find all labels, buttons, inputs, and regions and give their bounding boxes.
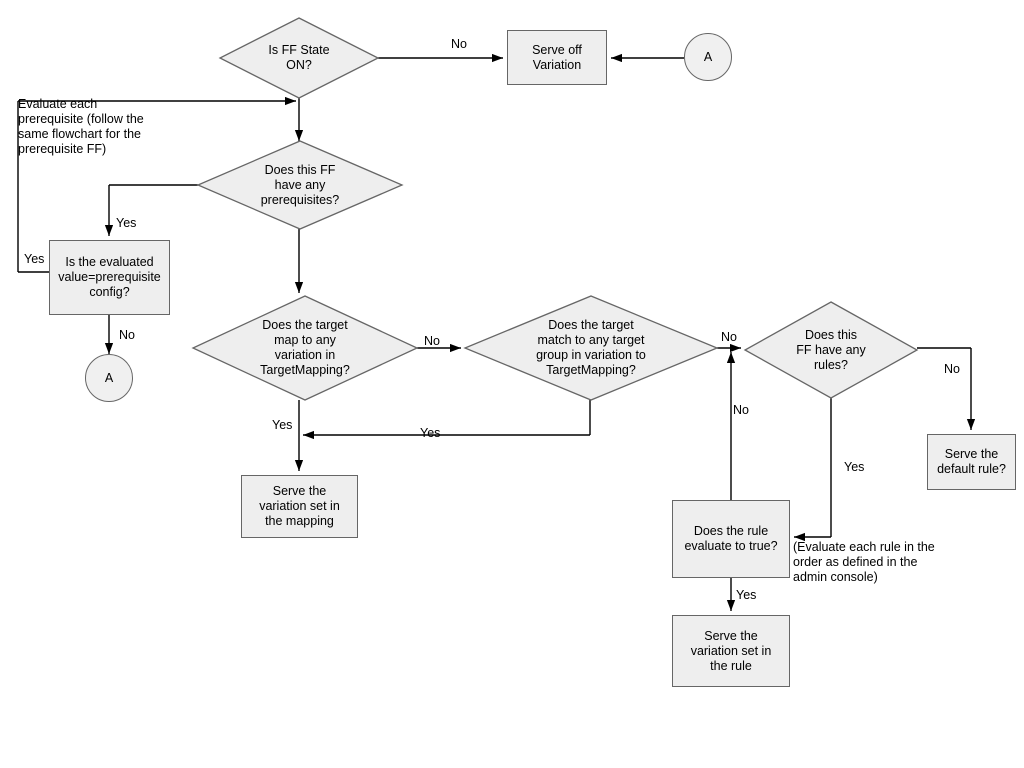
edge-label-ff-state-no: No [451,37,467,51]
process-serve-variation-rule[interactable]: Serve the variation set in the rule [672,615,790,687]
decision-has-prerequisites-label: Does this FF have any prerequisites? [260,162,340,207]
note-rule-order: (Evaluate each rule in the order as defi… [793,540,935,584]
decision-has-prerequisites[interactable]: Does this FF have any prerequisites? [196,140,404,230]
process-serve-default-rule[interactable]: Serve the default rule? [927,434,1016,490]
decision-ff-state-on[interactable]: Is FF State ON? [218,17,380,99]
decision-target-map-variation[interactable]: Does the target map to any variation in … [191,295,419,401]
decision-target-group-match-label: Does the target match to any target grou… [536,318,646,377]
decision-has-rules-label: Does this FF have any rules? [796,327,866,372]
process-serve-variation-mapping[interactable]: Serve the variation set in the mapping [241,475,358,538]
note-prerequisite-evaluation: Evaluate each prerequisite (follow the s… [18,97,144,156]
edge-label-rules-no: No [944,362,960,376]
edge-label-target-group-no: No [721,330,737,344]
decision-rule-evaluates-true[interactable]: Does the rule evaluate to true? [672,500,790,578]
edge-label-target-map-yes: Yes [272,418,293,432]
decision-target-map-variation-label: Does the target map to any variation in … [260,318,350,377]
edge-label-evaluated-yes: Yes [24,252,45,266]
decision-ff-state-on-label: Is FF State ON? [268,43,330,72]
connector-a-top[interactable]: A [684,33,732,81]
connector-a-bottom[interactable]: A [85,354,133,402]
decision-target-group-match[interactable]: Does the target match to any target grou… [463,295,719,401]
process-evaluated-value-check[interactable]: Is the evaluated value=prerequisite conf… [49,240,170,315]
edge-label-rules-yes: Yes [844,460,865,474]
process-serve-off-variation[interactable]: Serve off Variation [507,30,607,85]
edge-label-rule-eval-yes: Yes [736,588,757,602]
edge-label-target-map-no: No [424,334,440,348]
edge-label-rule-eval-no: No [733,403,749,417]
edge-label-target-group-yes: Yes [420,426,441,440]
edge-label-evaluated-no: No [119,328,135,342]
decision-has-rules[interactable]: Does this FF have any rules? [743,301,919,399]
edge-label-prereq-yes: Yes [116,216,137,230]
